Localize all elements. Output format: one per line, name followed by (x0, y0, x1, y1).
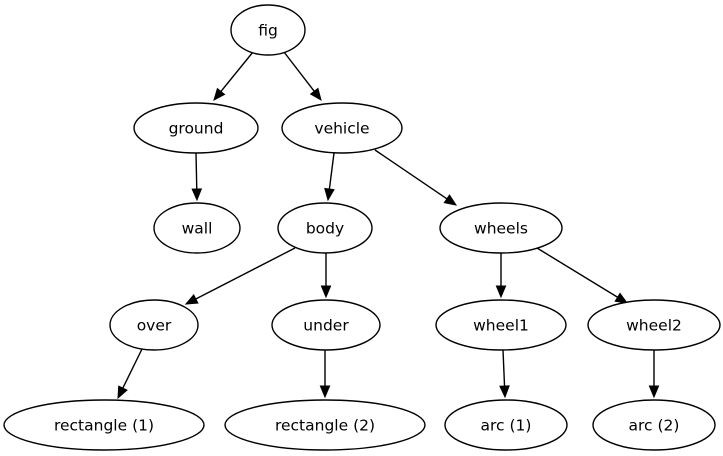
node-shape[interactable] (281, 102, 403, 154)
edge-under-to-rectangle2 (319, 350, 331, 399)
arrowhead-icon (184, 293, 199, 305)
node-label: wheels (474, 220, 528, 238)
node-shape[interactable] (109, 299, 199, 351)
node-shape[interactable] (224, 399, 426, 451)
edge-vehicle-to-wheels (374, 149, 458, 206)
node-shape[interactable] (587, 299, 721, 351)
arrowhead-icon (648, 385, 660, 399)
edge-line (536, 247, 618, 298)
node-label: under (303, 317, 349, 335)
edges-layer (117, 51, 660, 400)
edge-wheels-to-wheel2 (536, 247, 629, 304)
node-shape[interactable] (133, 102, 259, 154)
edge-line (122, 348, 143, 389)
edge-line (220, 51, 254, 92)
node-wheels[interactable]: wheels (439, 202, 563, 254)
arrowhead-icon (213, 87, 226, 102)
node-label: body (306, 220, 344, 238)
edge-line (283, 51, 315, 92)
node-label: wheel2 (626, 317, 682, 335)
edge-line (195, 247, 296, 300)
edge-line (502, 349, 506, 387)
node-label: ground (169, 120, 224, 138)
node-wheel2[interactable]: wheel2 (587, 299, 721, 351)
node-label: rectangle (2) (275, 417, 375, 435)
edge-over-to-rectangle1 (117, 348, 143, 400)
edge-wheel1-to-arc1 (499, 349, 510, 399)
node-shape[interactable] (439, 202, 563, 254)
node-arc2[interactable]: arc (2) (592, 399, 716, 451)
node-over[interactable]: over (109, 299, 199, 351)
node-arc1[interactable]: arc (1) (444, 399, 568, 451)
edge-wheels-to-wheel1 (495, 253, 507, 299)
arrowhead-icon (324, 187, 335, 202)
nodes-layer: fig ground vehicle wall body wheels over under w… (3, 4, 721, 451)
node-wall[interactable]: wall (153, 202, 241, 254)
node-ground[interactable]: ground (133, 102, 259, 154)
arrowhead-icon (320, 285, 332, 299)
edge-line (374, 149, 448, 200)
edge-fig-to-vehicle (283, 51, 322, 102)
node-fig[interactable]: fig (230, 4, 306, 56)
node-shape[interactable] (435, 299, 567, 351)
arrowhead-icon (319, 385, 331, 399)
edge-fig-to-ground (213, 51, 254, 102)
arrowhead-icon (499, 385, 510, 399)
node-label: rectangle (1) (54, 417, 154, 435)
arrowhead-icon (443, 194, 458, 206)
edge-ground-to-wall (191, 152, 203, 202)
node-label: wheel1 (473, 317, 529, 335)
arrowhead-icon (191, 188, 203, 202)
node-label: over (137, 317, 172, 335)
edge-body-to-over (184, 247, 296, 305)
node-label: arc (1) (481, 417, 532, 435)
node-shape[interactable] (592, 399, 716, 451)
node-label: vehicle (314, 120, 369, 138)
arrowhead-icon (309, 87, 322, 102)
node-shape[interactable] (230, 4, 306, 56)
node-shape[interactable] (277, 202, 373, 254)
arrowhead-icon (614, 292, 629, 304)
node-label: arc (2) (629, 417, 680, 435)
node-under[interactable]: under (271, 299, 381, 351)
edge-body-to-under (320, 253, 332, 299)
arrowhead-icon (117, 385, 128, 400)
node-wheel1[interactable]: wheel1 (435, 299, 567, 351)
edge-wheel2-to-arc2 (648, 350, 660, 399)
edge-vehicle-to-body (324, 152, 335, 202)
node-rectangle1[interactable]: rectangle (1) (3, 399, 205, 451)
node-shape[interactable] (153, 202, 241, 254)
node-shape[interactable] (271, 299, 381, 351)
node-rectangle2[interactable]: rectangle (2) (224, 399, 426, 451)
node-body[interactable]: body (277, 202, 373, 254)
edge-line (195, 152, 198, 190)
node-shape[interactable] (444, 399, 568, 451)
node-label: fig (258, 22, 278, 40)
arrowhead-icon (495, 285, 507, 299)
node-vehicle[interactable]: vehicle (281, 102, 403, 154)
node-label: wall (182, 220, 213, 238)
node-shape[interactable] (3, 399, 205, 451)
edge-line (328, 152, 335, 190)
